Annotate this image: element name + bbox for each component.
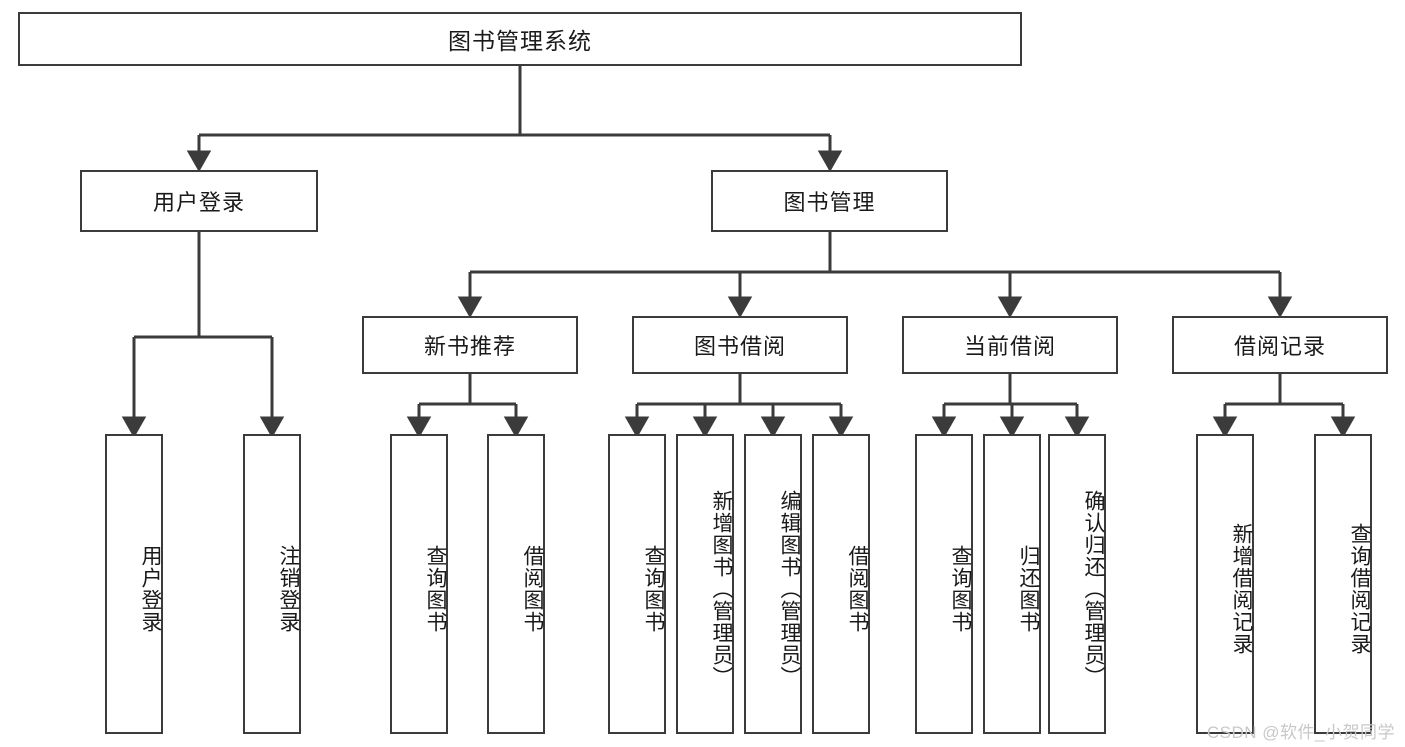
leaf-borrow-query-book[interactable]: 查询图书 (608, 434, 666, 734)
leaf-recommend-borrow-book[interactable]: 借阅图书 (487, 434, 545, 734)
leaf-record-query-record[interactable]: 查询借阅记录 (1314, 434, 1372, 734)
node-borrow-record[interactable]: 借阅记录 (1172, 316, 1388, 374)
node-new-book-recommend[interactable]: 新书推荐 (362, 316, 578, 374)
leaf-borrow-edit-book-admin[interactable]: 编辑图书（管理员） (744, 434, 802, 734)
node-book-borrow[interactable]: 图书借阅 (632, 316, 848, 374)
node-root[interactable]: 图书管理系统 (18, 12, 1022, 66)
leaf-user-logout[interactable]: 注销登录 (243, 434, 301, 734)
leaf-current-return-book[interactable]: 归还图书 (983, 434, 1041, 734)
node-current-borrow[interactable]: 当前借阅 (902, 316, 1118, 374)
csdn-watermark: CSDN @软件_小贺同学 (1206, 723, 1395, 742)
leaf-user-login[interactable]: 用户登录 (105, 434, 163, 734)
leaf-borrow-borrow-book[interactable]: 借阅图书 (812, 434, 870, 734)
leaf-current-confirm-return-admin[interactable]: 确认归还（管理员） (1048, 434, 1106, 734)
leaf-borrow-add-book-admin[interactable]: 新增图书（管理员） (676, 434, 734, 734)
leaf-recommend-query-book[interactable]: 查询图书 (390, 434, 448, 734)
leaf-current-query-book[interactable]: 查询图书 (915, 434, 973, 734)
node-book-management[interactable]: 图书管理 (711, 170, 948, 232)
node-user-login[interactable]: 用户登录 (80, 170, 318, 232)
leaf-record-add-record[interactable]: 新增借阅记录 (1196, 434, 1254, 734)
